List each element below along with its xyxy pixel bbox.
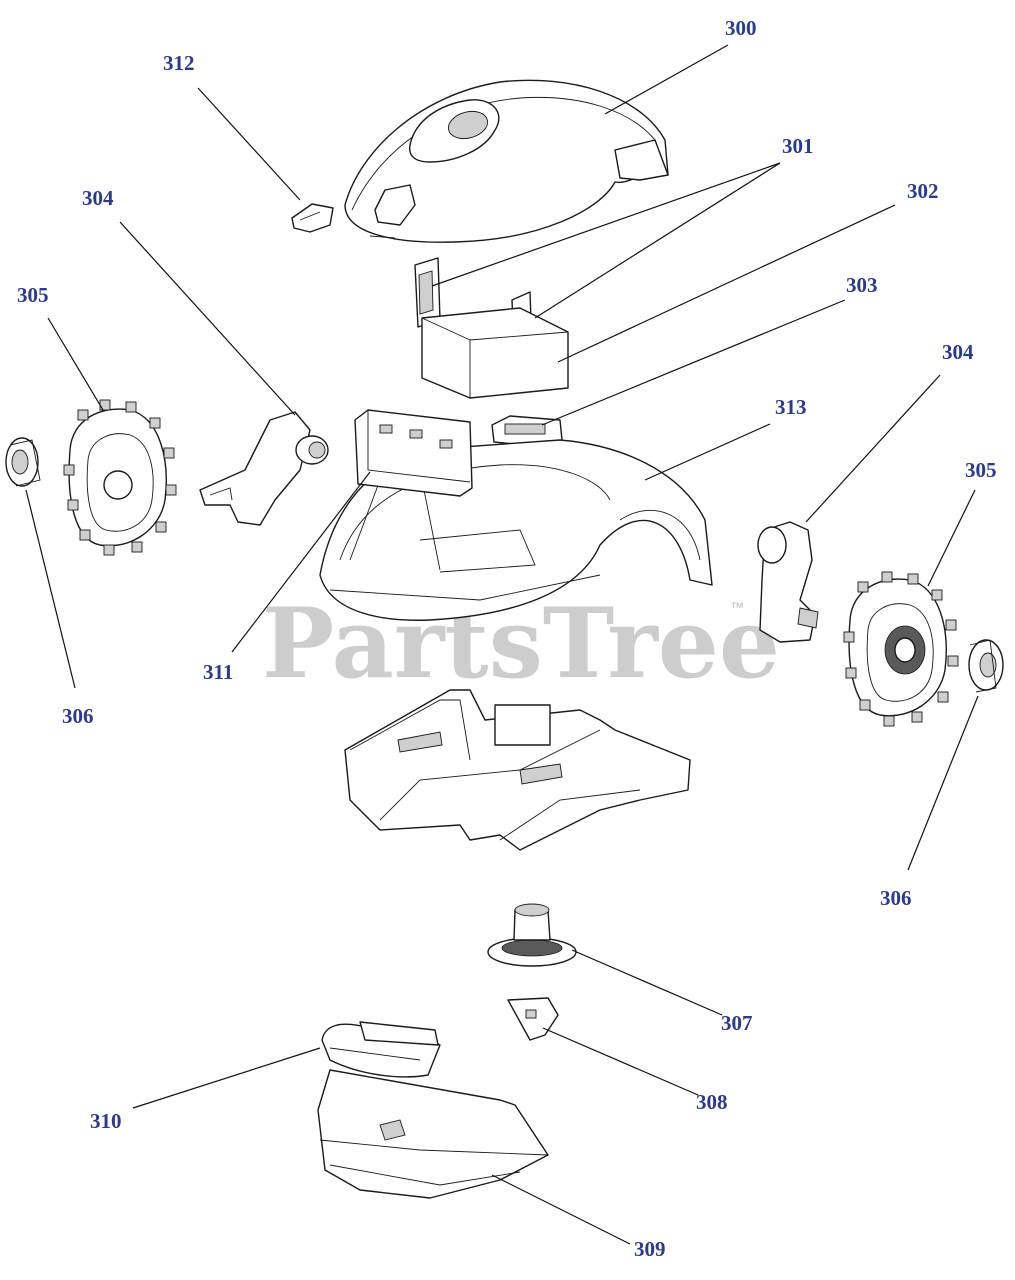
- callout-312[interactable]: 312: [163, 51, 195, 75]
- callout-306-right[interactable]: 306: [880, 886, 912, 910]
- part-312-clip[interactable]: [291, 203, 334, 233]
- callout-305-right[interactable]: 305: [965, 458, 997, 482]
- callout-303[interactable]: 303: [846, 273, 878, 297]
- callout-304-left[interactable]: 304: [82, 186, 114, 210]
- lower-frame-assembly[interactable]: [344, 689, 691, 851]
- callout-304-right[interactable]: 304: [942, 340, 974, 364]
- leader-lines: [25, 44, 979, 1245]
- part-305-wheel-left[interactable]: [63, 399, 177, 556]
- part-305-wheel-right[interactable]: [843, 571, 959, 727]
- callout-301[interactable]: 301: [782, 134, 814, 158]
- part-300-top-cover[interactable]: [344, 79, 669, 243]
- callout-302[interactable]: 302: [907, 179, 939, 203]
- part-306-hub-right[interactable]: [968, 639, 1004, 693]
- callout-309[interactable]: 309: [634, 1237, 666, 1261]
- callout-307[interactable]: 307: [721, 1011, 753, 1035]
- part-307-blade-motor[interactable]: [487, 903, 577, 967]
- callout-308[interactable]: 308: [696, 1090, 728, 1114]
- part-304-gear-motor-right[interactable]: [757, 521, 819, 643]
- part-306-hub-left[interactable]: [5, 437, 41, 487]
- part-302-battery-box[interactable]: [421, 307, 569, 399]
- callout-300[interactable]: 300: [725, 16, 757, 40]
- callout-313[interactable]: 313: [775, 395, 807, 419]
- part-309-lower-shell[interactable]: [317, 1069, 549, 1199]
- part-310-bumper-module[interactable]: [321, 1021, 441, 1078]
- callout-labels: 300 301 302 303 304 304 305 305 306 306 …: [17, 16, 997, 1261]
- callout-306-left[interactable]: 306: [62, 704, 94, 728]
- part-308-blade[interactable]: [507, 997, 559, 1041]
- callout-305-left[interactable]: 305: [17, 283, 49, 307]
- callout-311[interactable]: 311: [203, 660, 233, 684]
- callout-310[interactable]: 310: [90, 1109, 122, 1133]
- part-311-circuit-board[interactable]: [354, 409, 473, 497]
- part-304-gear-motor-left[interactable]: [199, 411, 329, 526]
- watermark-trademark: ™: [730, 599, 744, 615]
